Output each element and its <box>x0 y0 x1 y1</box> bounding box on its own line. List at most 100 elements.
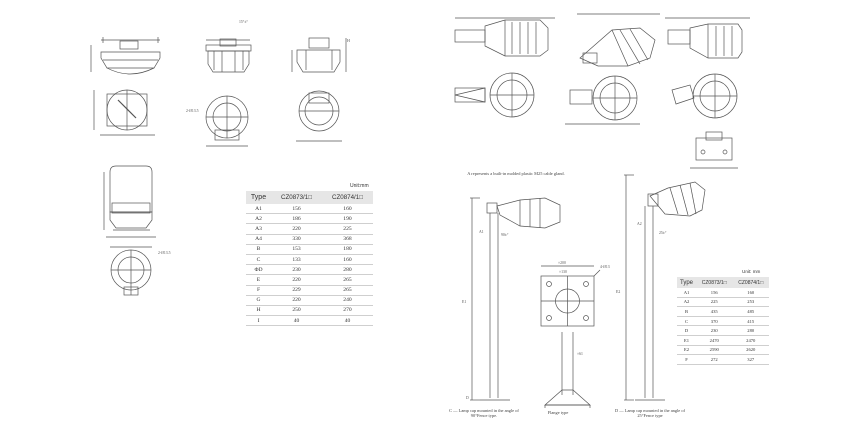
value-cell: 220 <box>271 223 322 235</box>
value-cell: 230 <box>696 325 733 336</box>
round-view-r1 <box>454 72 535 118</box>
value-cell: 265 <box>322 274 373 286</box>
value-cell: 225 <box>322 223 373 235</box>
table-main-unit: Unit:mm <box>350 183 369 189</box>
row-type-cell: E2 <box>677 345 696 356</box>
angle-90-label: 90±° <box>501 233 509 237</box>
value-cell: 253 <box>732 297 769 308</box>
row-type-cell: A1 <box>246 204 272 215</box>
value-cell: 180 <box>322 244 373 255</box>
dim-a2: A2 <box>637 222 642 226</box>
value-cell: 2590 <box>696 345 733 356</box>
thread-label: 2-Ø13.5 <box>186 109 199 113</box>
row-type-cell: C <box>246 254 272 266</box>
flange-side-view <box>544 332 591 408</box>
dim-a1: A1 <box>479 230 484 234</box>
value-cell: 133 <box>271 254 322 266</box>
row-type-cell: A3 <box>246 223 272 235</box>
value-cell: 220 <box>271 295 322 306</box>
value-cell: 2620 <box>732 345 769 356</box>
row-type-cell: C <box>677 316 696 327</box>
row-type-cell: A2 <box>246 213 272 225</box>
value-cell: 415 <box>732 316 769 327</box>
row-type-cell: E <box>246 274 272 286</box>
value-cell: 229 <box>271 285 322 296</box>
round-view-r2 <box>565 75 640 125</box>
value-cell: 160 <box>322 204 373 215</box>
row-type-cell: ΦD <box>246 264 272 276</box>
value-cell: 485 <box>732 306 769 317</box>
value-cell: 435 <box>696 306 733 317</box>
angle-25-label: 25±° <box>659 231 667 235</box>
flange-width-label: ×200 <box>558 261 566 265</box>
pole-mount-25 <box>624 174 706 401</box>
row-type-cell: A2 <box>677 297 696 308</box>
row-type-cell: I <box>246 315 272 327</box>
value-cell: 280 <box>322 264 373 276</box>
value-cell: 190 <box>322 213 373 225</box>
col-cz0874: CZ0874/1□ <box>322 191 373 204</box>
dim-d: D <box>466 396 469 400</box>
value-cell: 327 <box>732 354 769 365</box>
value-cell: 265 <box>322 285 373 296</box>
value-cell: 225 <box>696 297 733 308</box>
value-cell: 230 <box>271 264 322 276</box>
caption-fence-90: C — Lamp cap mounted in the angle of 90°… <box>449 408 519 418</box>
value-cell: 270 <box>322 305 373 317</box>
col-type: Type <box>677 277 696 288</box>
side-view-1 <box>90 37 161 75</box>
col-cz0873: CZ0873/1□ <box>271 191 322 204</box>
row-type-cell: B <box>677 306 696 317</box>
value-cell: 220 <box>271 274 322 286</box>
mount-view-2 <box>577 13 660 67</box>
value-cell: 272 <box>696 354 733 365</box>
row-type-cell: D <box>677 325 696 336</box>
value-cell: 40 <box>322 315 373 327</box>
row-type-cell: F <box>677 354 696 365</box>
col-cz0874: CZ0874/1□ <box>732 277 769 288</box>
value-cell: 280 <box>732 325 769 336</box>
row-type-cell: G <box>246 295 272 306</box>
value-cell: 240 <box>322 295 373 306</box>
row-type-cell: B <box>246 244 272 255</box>
value-cell: 156 <box>271 204 322 215</box>
row-type-cell: H <box>246 305 272 317</box>
value-cell: 156 <box>696 288 733 298</box>
value-cell: 160 <box>322 254 373 266</box>
dim-e2: E2 <box>616 290 621 294</box>
col-cz0873: CZ0873/1□ <box>696 277 733 288</box>
col-type: Type <box>246 191 272 204</box>
table-pole-unit: Unit: mm <box>742 269 761 274</box>
round-view-r3 <box>671 73 738 119</box>
bolt-label: 4-Ø13 <box>600 265 610 269</box>
guard-bottom-view <box>110 246 152 296</box>
row-type-cell: A1 <box>677 288 696 298</box>
caption-fence-25: D — Lamp cap mounted in the angle of 25°… <box>615 408 685 418</box>
value-cell: 370 <box>696 316 733 327</box>
value-cell: 2470 <box>732 335 769 346</box>
value-cell: 250 <box>271 305 322 317</box>
value-cell: 153 <box>271 244 322 255</box>
flange-inner-label: ×130 <box>559 270 567 274</box>
svg-text:H: H <box>347 38 350 43</box>
flange-top-view <box>540 265 601 327</box>
